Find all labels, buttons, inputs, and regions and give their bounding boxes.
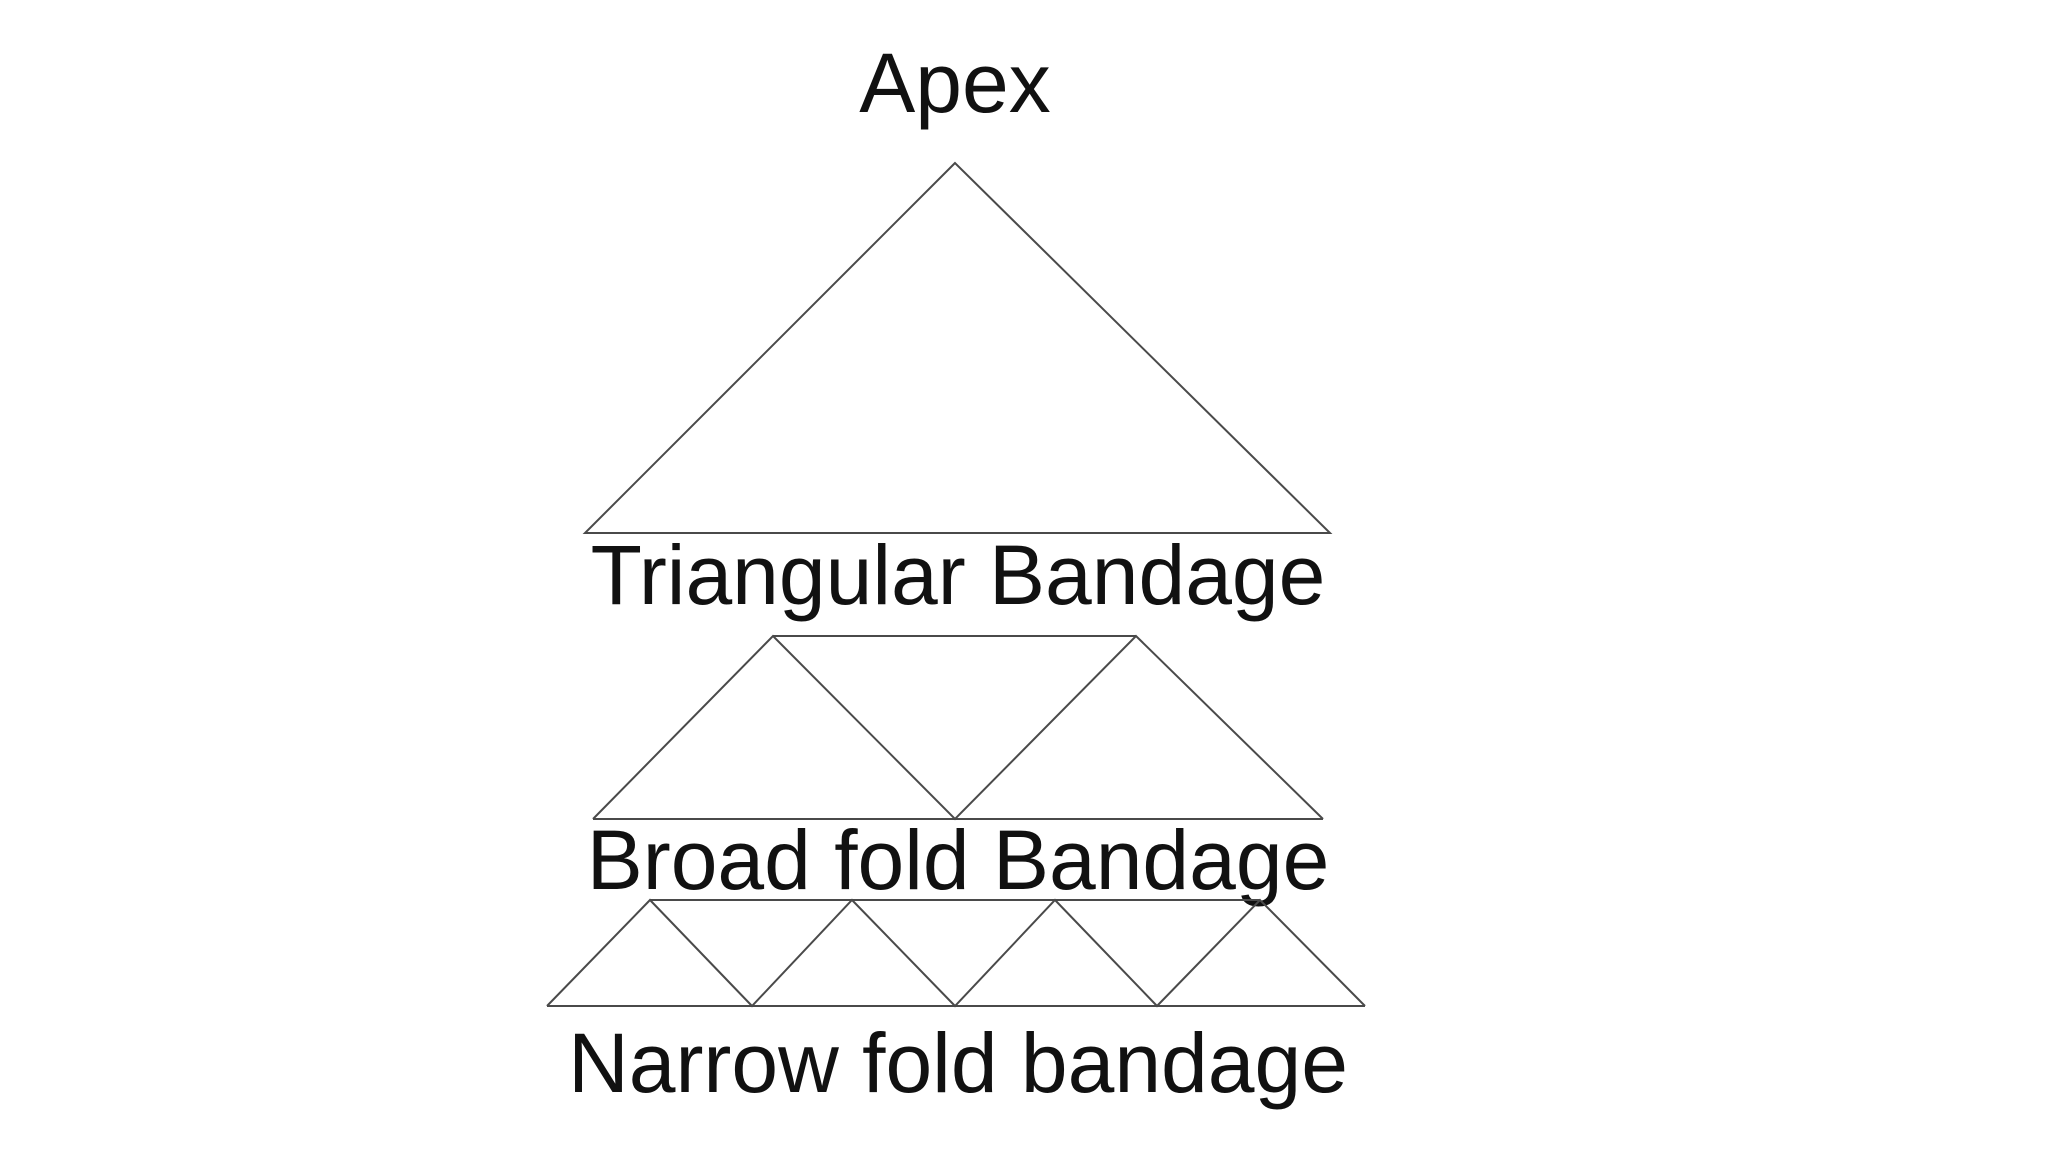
broad-fold-zigzag [592,634,1324,821]
narrow-fold-zigzag [546,898,1366,1008]
triangular-bandage-shape [582,161,1333,534]
apex-label: Apex [859,36,1050,130]
triangular-bandage-outline [582,161,1333,534]
broad-fold-bandage-shape [592,634,1324,821]
triangular-bandage-label: Triangular Bandage [591,528,1326,622]
narrow-fold-bandage-label: Narrow fold bandage [568,1016,1348,1110]
narrow-fold-bandage-shape [546,898,1366,1008]
broad-fold-bandage-label: Broad fold Bandage [587,813,1330,907]
